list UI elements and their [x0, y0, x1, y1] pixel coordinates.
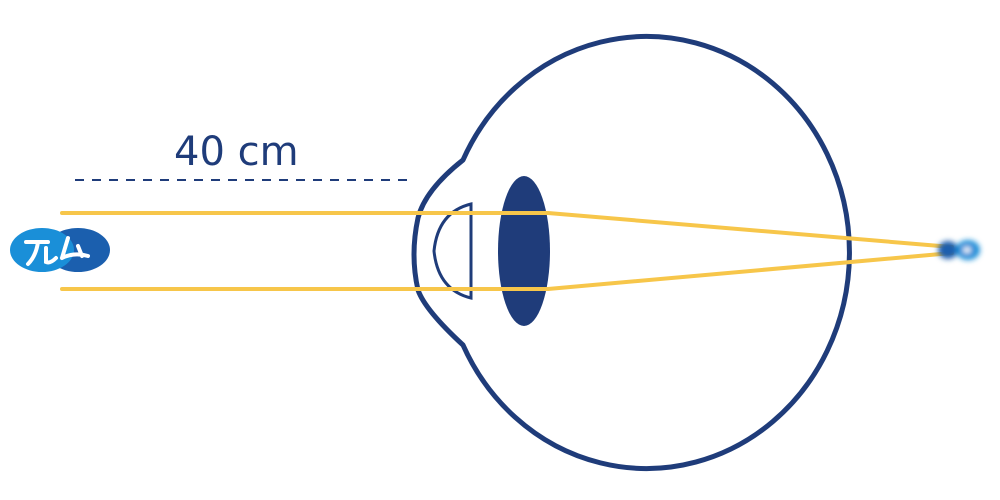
blurred-image-icon: [938, 240, 980, 260]
logo-icon: [10, 228, 110, 272]
eyeball-outline: [411, 34, 852, 471]
upper-ray-refracted: [546, 211, 954, 249]
distance-label: 40 cm: [174, 129, 299, 175]
cornea: [432, 202, 473, 300]
crystalline-lens: [498, 176, 550, 326]
light-rays: [60, 211, 954, 291]
lower-ray-refracted: [546, 251, 954, 291]
